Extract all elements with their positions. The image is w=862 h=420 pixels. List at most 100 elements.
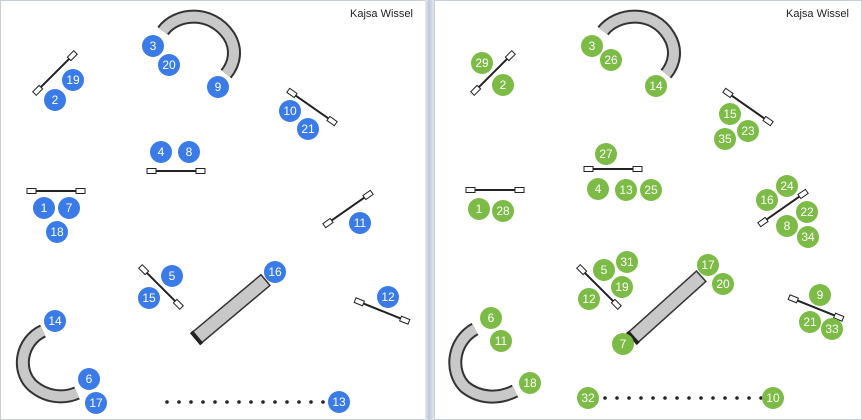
- svg-text:2: 2: [500, 78, 507, 92]
- svg-text:17: 17: [701, 258, 715, 272]
- weave-poles: [603, 396, 763, 400]
- svg-text:10: 10: [766, 391, 780, 405]
- number-marker-20: 20: [158, 54, 180, 76]
- jump-bar: [32, 50, 78, 96]
- svg-text:9: 9: [817, 288, 824, 302]
- svg-text:35: 35: [718, 132, 732, 146]
- svg-text:1: 1: [476, 202, 483, 216]
- straight-tunnel: [625, 269, 707, 346]
- svg-text:3: 3: [589, 39, 596, 53]
- svg-text:14: 14: [649, 79, 663, 93]
- svg-text:17: 17: [89, 396, 103, 410]
- number-marker-28: 28: [492, 200, 514, 222]
- number-marker-10: 10: [762, 387, 784, 409]
- svg-text:16: 16: [268, 265, 282, 279]
- number-marker-16: 16: [264, 261, 286, 283]
- number-marker-2: 2: [44, 89, 66, 111]
- svg-text:4: 4: [158, 145, 165, 159]
- number-marker-31: 31: [616, 251, 638, 273]
- number-marker-4: 4: [587, 178, 609, 200]
- svg-text:27: 27: [599, 147, 613, 161]
- svg-text:13: 13: [332, 395, 346, 409]
- number-marker-19: 19: [611, 276, 633, 298]
- jump-bar: [26, 188, 86, 194]
- number-marker-6: 6: [78, 368, 100, 390]
- jump-bar: [576, 264, 622, 310]
- number-marker-19: 19: [62, 69, 84, 91]
- svg-text:8: 8: [784, 219, 791, 233]
- jump-bar: [787, 294, 845, 322]
- number-markers: 1 2 3 4 5 6 7 8 9 10 11 12 13 14 15 16 1…: [33, 35, 399, 414]
- number-marker-23: 23: [737, 120, 759, 142]
- svg-text:26: 26: [604, 53, 618, 67]
- curved-tunnel: [450, 324, 518, 402]
- svg-text:1: 1: [41, 201, 48, 215]
- number-marker-8: 8: [178, 141, 200, 163]
- svg-text:7: 7: [66, 201, 73, 215]
- number-marker-18: 18: [519, 372, 541, 394]
- number-marker-12: 12: [377, 286, 399, 308]
- number-marker-20: 20: [712, 273, 734, 295]
- svg-text:18: 18: [50, 225, 64, 239]
- svg-text:19: 19: [615, 280, 629, 294]
- number-marker-8: 8: [776, 215, 798, 237]
- number-marker-17: 17: [697, 254, 719, 276]
- svg-text:4: 4: [595, 182, 602, 196]
- svg-text:14: 14: [48, 314, 62, 328]
- jump-bar: [757, 188, 809, 228]
- svg-text:8: 8: [186, 145, 193, 159]
- number-marker-10: 10: [279, 100, 301, 122]
- svg-text:22: 22: [800, 205, 814, 219]
- number-marker-33: 33: [821, 318, 843, 340]
- svg-text:6: 6: [86, 372, 93, 386]
- number-marker-1: 1: [33, 197, 55, 219]
- number-marker-27: 27: [595, 143, 617, 165]
- svg-text:2: 2: [52, 93, 59, 107]
- number-marker-13: 13: [328, 391, 350, 413]
- number-marker-32: 32: [577, 387, 599, 409]
- svg-text:24: 24: [780, 179, 794, 193]
- author-label: Kajsa Wissel: [786, 8, 849, 20]
- number-marker-3: 3: [142, 35, 164, 57]
- number-marker-35: 35: [714, 128, 736, 150]
- jump-bar: [470, 50, 516, 96]
- number-marker-9: 9: [809, 284, 831, 306]
- number-marker-3: 3: [581, 35, 603, 57]
- svg-text:7: 7: [620, 337, 627, 351]
- svg-text:32: 32: [581, 391, 595, 405]
- curved-tunnel: [17, 326, 79, 402]
- svg-text:33: 33: [825, 322, 839, 336]
- window-divider[interactable]: [425, 0, 435, 420]
- svg-text:10: 10: [283, 104, 297, 118]
- number-marker-21: 21: [297, 118, 319, 140]
- number-marker-13: 13: [615, 179, 637, 201]
- right-course-panel: Kajsa Wissel 1 2 3 4 5 6 7 8: [434, 0, 862, 420]
- svg-text:20: 20: [162, 58, 176, 72]
- svg-text:21: 21: [803, 315, 817, 329]
- number-marker-7: 7: [58, 197, 80, 219]
- number-marker-14: 14: [645, 75, 667, 97]
- left-course-map: 1 2 3 4 5 6 7 8 9 10 11 12 13 14 15 16 1…: [15, 9, 411, 414]
- svg-text:5: 5: [169, 269, 176, 283]
- svg-text:29: 29: [475, 56, 489, 70]
- number-marker-29: 29: [471, 52, 493, 74]
- svg-text:20: 20: [716, 277, 730, 291]
- svg-text:23: 23: [741, 124, 755, 138]
- number-marker-25: 25: [640, 179, 662, 201]
- jump-bar: [353, 297, 411, 325]
- left-course-panel: Kajsa Wissel 1 2 3 4 5 6 7 8: [0, 0, 426, 420]
- jump-bar: [583, 166, 643, 172]
- svg-text:3: 3: [150, 39, 157, 53]
- svg-text:19: 19: [66, 73, 80, 87]
- number-marker-22: 22: [796, 201, 818, 223]
- number-marker-26: 26: [600, 49, 622, 71]
- jump-bar: [722, 87, 774, 127]
- number-marker-6: 6: [480, 307, 502, 329]
- number-marker-2: 2: [492, 74, 514, 96]
- number-marker-17: 17: [85, 392, 107, 414]
- number-marker-5: 5: [161, 265, 183, 287]
- weave-poles: [165, 400, 325, 404]
- number-marker-12: 12: [578, 288, 600, 310]
- jump-bar: [138, 264, 184, 310]
- svg-text:5: 5: [601, 263, 608, 277]
